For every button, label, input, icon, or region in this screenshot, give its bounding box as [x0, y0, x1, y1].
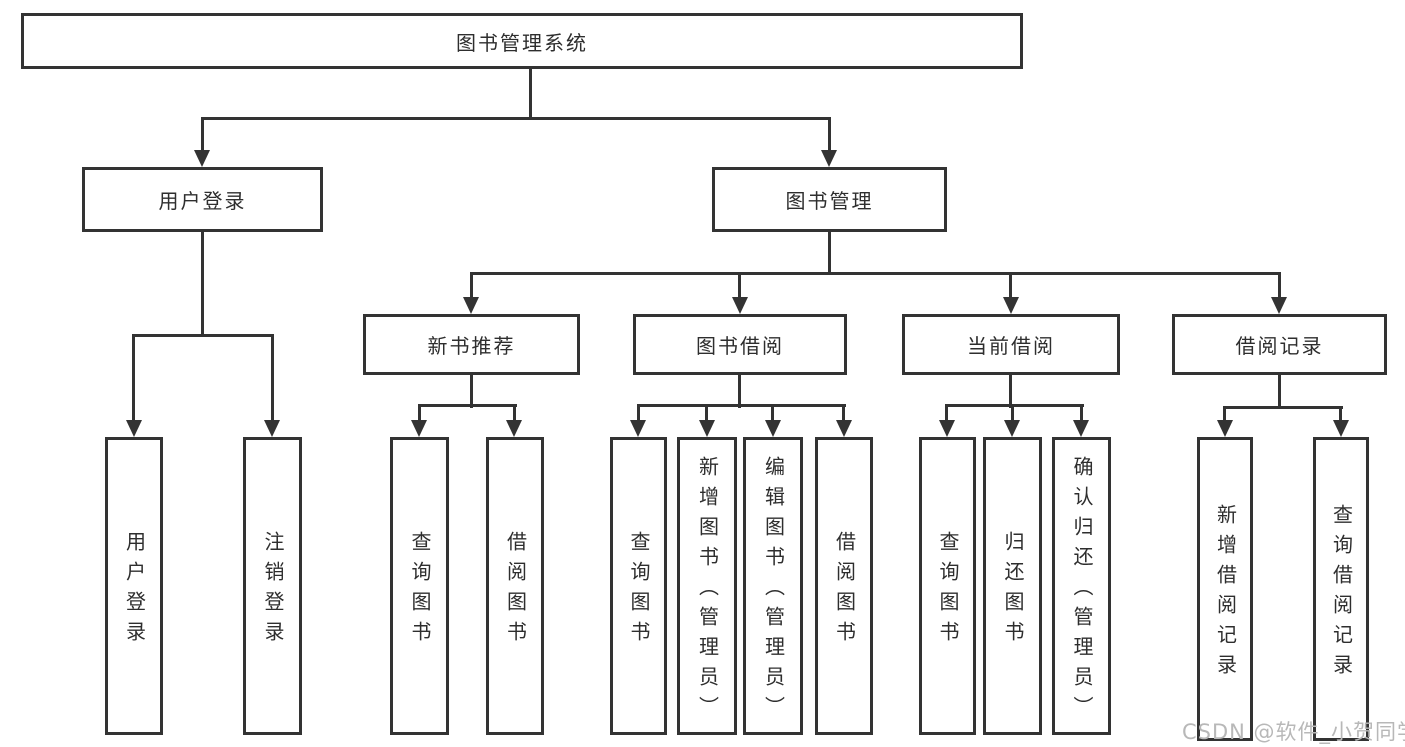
connector-user-login-stem	[201, 232, 204, 337]
leaf-logout-login-label: 注销登录	[261, 531, 285, 651]
node-borrowing-records-label: 借阅记录	[1235, 334, 1324, 358]
arrowhead-d1	[939, 420, 955, 437]
connector-drop-user-login	[201, 117, 204, 153]
arrowhead-c2	[699, 420, 715, 437]
leaf-edit-book-admin: 编辑图书（管理员）	[743, 437, 803, 735]
node-library-system: 图书管理系统	[21, 13, 1023, 69]
connector-drop-leaf-user-login	[132, 334, 135, 424]
connector-drop-current-borrowing	[1009, 272, 1012, 302]
connector-drop-new-book	[470, 272, 473, 302]
node-book-management-module-label: 图书管理	[785, 189, 874, 213]
arrowhead-c1	[630, 420, 646, 437]
leaf-confirm-return-admin-label: 确认归还（管理员）	[1070, 456, 1094, 726]
connector-drop-d1	[945, 404, 948, 424]
connector-drop-borrowing-records	[1278, 272, 1281, 302]
arrowhead-c3	[765, 420, 781, 437]
node-book-borrowing: 图书借阅	[633, 314, 847, 375]
leaf-query-borrowing-record: 查询借阅记录	[1313, 437, 1369, 741]
leaf-edit-book-admin-label: 编辑图书（管理员）	[761, 456, 786, 726]
connector-drop-book-borrowing	[738, 272, 741, 302]
leaf-borrow-books-recommend: 借阅图书	[486, 437, 544, 735]
connector-borrowing-records-rail	[1223, 406, 1343, 409]
leaf-query-books-recommend: 查询图书	[390, 437, 449, 735]
node-user-login-module-label: 用户登录	[158, 189, 247, 213]
connector-drop-e2	[1339, 406, 1342, 424]
arrowhead-d2	[1004, 420, 1020, 437]
node-borrowing-records: 借阅记录	[1172, 314, 1387, 375]
arrowhead-d3	[1073, 420, 1089, 437]
arrowhead-leaf-logout	[264, 420, 280, 437]
connector-drop-c3	[771, 404, 774, 424]
arrowhead-book-borrowing	[732, 297, 748, 314]
leaf-borrow-books-borrowing: 借阅图书	[815, 437, 873, 735]
leaf-add-book-admin-label: 新增图书（管理员）	[695, 456, 720, 726]
node-new-book-recommend-label: 新书推荐	[427, 334, 516, 358]
leaf-logout-login: 注销登录	[243, 437, 302, 735]
node-book-borrowing-label: 图书借阅	[696, 334, 784, 358]
node-book-management-module: 图书管理	[712, 167, 947, 232]
connector-drop-b2	[513, 404, 516, 424]
leaf-return-books-label: 归还图书	[1001, 531, 1025, 651]
leaf-borrow-books-borrowing-label: 借阅图书	[832, 531, 857, 651]
node-user-login-module: 用户登录	[82, 167, 323, 232]
leaf-add-borrowing-record-label: 新增借阅记录	[1213, 504, 1238, 684]
connector-drop-e1	[1223, 406, 1226, 424]
leaf-borrow-books-recommend-label: 借阅图书	[503, 531, 528, 651]
arrowhead-leaf-user-login	[126, 420, 142, 437]
connector-book-management-stem	[828, 232, 831, 275]
leaf-query-books-borrowing: 查询图书	[610, 437, 667, 735]
connector-drop-d3	[1080, 404, 1083, 424]
leaf-user-login: 用户登录	[105, 437, 163, 735]
arrowhead-new-book	[463, 297, 479, 314]
connector-current-borrowing-stem	[1009, 375, 1012, 408]
arrowhead-current-borrowing	[1003, 297, 1019, 314]
leaf-query-books-current-label: 查询图书	[936, 531, 960, 651]
leaf-add-borrowing-record: 新增借阅记录	[1197, 437, 1253, 741]
leaf-confirm-return-admin: 确认归还（管理员）	[1052, 437, 1111, 735]
connector-drop-c4	[842, 404, 845, 424]
connector-drop-c1	[637, 404, 640, 424]
arrowhead-user-login	[194, 150, 210, 167]
arrowhead-book-management	[821, 150, 837, 167]
connector-book-borrowing-rail	[637, 404, 846, 407]
connector-root-stem	[529, 69, 532, 120]
connector-drop-leaf-logout	[271, 334, 274, 424]
arrowhead-e1	[1217, 420, 1233, 437]
connector-drop-d2	[1011, 404, 1014, 424]
node-new-book-recommend: 新书推荐	[363, 314, 580, 375]
leaf-query-books-current: 查询图书	[919, 437, 976, 735]
arrowhead-e2	[1333, 420, 1349, 437]
connector-new-book-rail	[418, 404, 517, 407]
node-library-system-label: 图书管理系统	[456, 30, 588, 55]
node-current-borrowing: 当前借阅	[902, 314, 1120, 375]
connector-current-borrowing-rail	[945, 404, 1084, 407]
arrowhead-borrowing-records	[1271, 297, 1287, 314]
connector-user-login-rail	[132, 334, 274, 337]
connector-new-book-stem	[470, 375, 473, 408]
connector-book-borrowing-stem	[738, 375, 741, 408]
connector-level2-rail	[201, 117, 831, 120]
connector-drop-b1	[418, 404, 421, 424]
connector-drop-book-management	[828, 117, 831, 153]
connector-borrowing-records-stem	[1278, 375, 1281, 409]
csdn-watermark: CSDN @软件_小贺同学	[1182, 720, 1405, 744]
leaf-query-books-borrowing-label: 查询图书	[627, 531, 651, 651]
leaf-query-borrowing-record-label: 查询借阅记录	[1329, 504, 1354, 684]
leaf-query-books-recommend-label: 查询图书	[408, 531, 432, 651]
arrowhead-b1	[411, 420, 427, 437]
connector-drop-c2	[705, 404, 708, 424]
arrowhead-b2	[506, 420, 522, 437]
leaf-add-book-admin: 新增图书（管理员）	[677, 437, 737, 735]
leaf-user-login-label: 用户登录	[122, 531, 147, 651]
node-current-borrowing-label: 当前借阅	[967, 334, 1055, 358]
arrowhead-c4	[836, 420, 852, 437]
leaf-return-books: 归还图书	[983, 437, 1042, 735]
connector-level3-rail	[470, 272, 1281, 275]
